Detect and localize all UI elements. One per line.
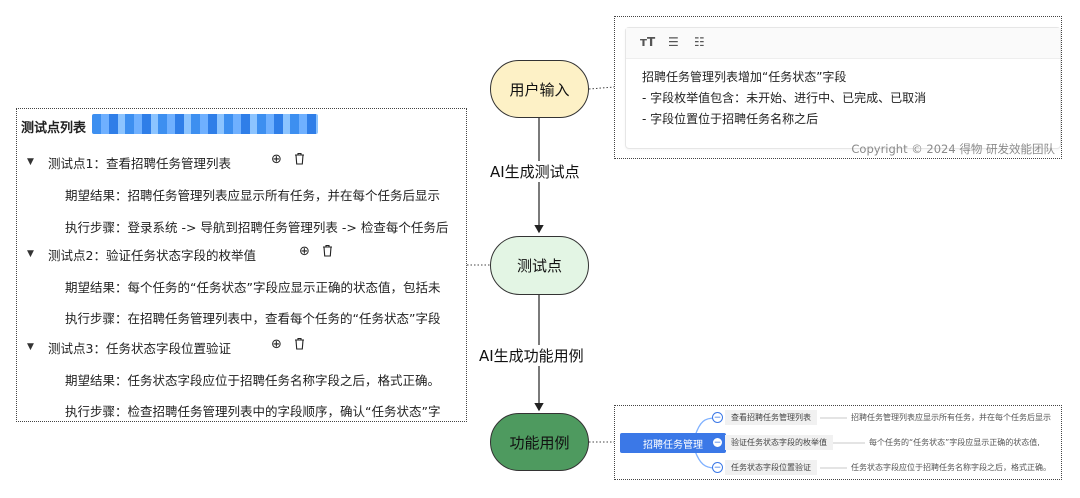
redacted-bar [92,114,318,134]
editor-card: ᴛT ☰ ☷ 招聘任务管理列表增加“任务状态”字段 - 字段枚举值包含：未开始、… [625,27,1061,149]
mindmap-branch-1[interactable]: 查看招聘任务管理列表 [725,410,817,425]
test-point-list-panel: 测试点列表 ▼ 测试点1：查看招聘任务管理列表 ⊕ 期望结果：招聘任务管理列表应… [16,108,467,422]
edge-label-generate-cases: AI生成功能用例 [479,345,584,366]
text-size-icon[interactable]: ᴛT [640,35,656,49]
test-point-3-steps: 执行步骤：检查招聘任务管理列表中的字段顺序，确认“任务状态”字 [65,404,441,419]
caret-down-icon[interactable]: ▼ [27,342,34,352]
trash-icon[interactable] [294,152,305,169]
test-point-1-label: 测试点1：查看招聘任务管理列表 [48,156,231,171]
mindmap-leaf-3: 任务状态字段应位于招聘任务名称字段之后，格式正确。 [851,463,1051,472]
mindmap-leaf-1: 招聘任务管理列表应显示所有任务，并在每个任务后显示 [851,413,1051,422]
test-point-3-expected: 期望结果：任务状态字段应位于招聘任务名称字段之后，格式正确。 [65,373,441,388]
test-point-3-label: 测试点3：任务状态字段位置验证 [48,341,231,356]
bullet-list-icon[interactable]: ☰ [668,35,679,49]
test-point-1-steps: 执行步骤：登录系统 -> 导航到招聘任务管理列表 -> 检查每个任务后 [65,220,449,235]
test-point-2-expected: 期望结果：每个任务的“任务状态”字段应显示正确的状态值，包括未 [65,280,441,295]
copyright-text: Copyright © 2024 得物 研发效能团队 [851,142,1055,156]
plus-circle-icon[interactable]: ⊕ [271,337,282,352]
mindmap-branch-3[interactable]: 任务状态字段位置验证 [725,460,817,475]
edge-label-generate-test-points: AI生成测试点 [490,161,580,182]
node-test-point: 测试点 [490,236,589,295]
mindmap-leaf-2: 每个任务的“任务状态”字段应显示正确的状态值, [869,438,1040,447]
caret-down-icon[interactable]: ▼ [27,157,34,167]
numbered-list-icon[interactable]: ☷ [694,35,705,49]
mindmap-branch-2[interactable]: 验证任务状态字段的枚举值 [725,435,833,450]
dotted-connector-input [588,86,615,90]
input-line-3: - 字段位置位于招聘任务名称之后 [642,112,819,126]
caret-down-icon[interactable]: ▼ [27,249,34,259]
test-point-1-expected: 期望结果：招聘任务管理列表应显示所有任务，并在每个任务后显示 [65,188,441,203]
node-functional-case: 功能用例 [490,413,589,471]
plus-circle-icon[interactable]: ⊕ [271,152,282,167]
trash-icon[interactable] [294,337,305,354]
mindmap-box: 招聘任务管理 − 查看招聘任务管理列表 招聘任务管理列表应显示所有任务，并在每个… [614,405,1062,480]
collapse-icon[interactable]: − [712,462,723,473]
panel-title: 测试点列表 [21,121,87,136]
mindmap-root[interactable]: 招聘任务管理 [620,433,726,453]
plus-circle-icon[interactable]: ⊕ [299,244,310,259]
trash-icon[interactable] [322,244,333,261]
input-line-1: 招聘任务管理列表增加“任务状态”字段 [642,70,847,84]
test-point-2-steps: 执行步骤：在招聘任务管理列表中，查看每个任务的“任务状态”字段 [65,311,441,326]
collapse-icon[interactable]: − [712,437,723,448]
input-line-2: - 字段枚举值包含：未开始、进行中、已完成、已取消 [642,91,927,105]
editor-toolbar: ᴛT ☰ ☷ [626,28,1060,59]
user-input-box: ᴛT ☰ ☷ 招聘任务管理列表增加“任务状态”字段 - 字段枚举值包含：未开始、… [614,16,1062,159]
test-point-2-label: 测试点2：验证任务状态字段的枚举值 [48,248,256,263]
collapse-icon[interactable]: − [712,412,723,423]
node-user-input: 用户输入 [490,60,589,118]
